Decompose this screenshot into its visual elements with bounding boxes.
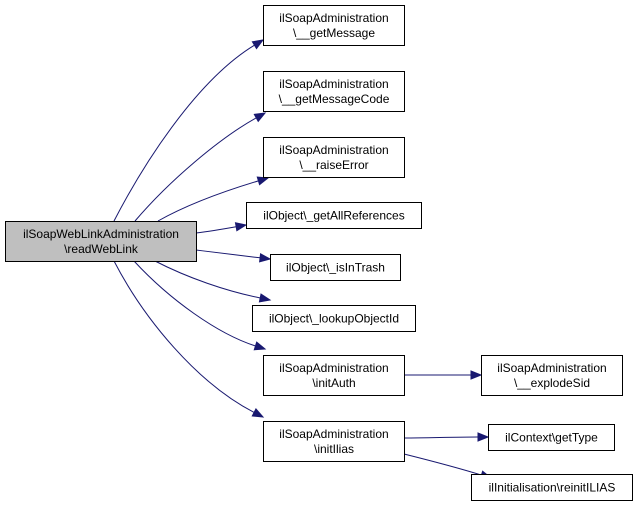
node-box xyxy=(481,355,623,396)
node-getMessage[interactable]: ilSoapAdministration\__getMessage xyxy=(263,5,405,46)
node-box xyxy=(5,221,197,262)
arrowhead-icon xyxy=(258,293,272,303)
node-label-line: \readWebLink xyxy=(64,242,139,256)
arrowhead-icon xyxy=(256,176,270,186)
arrowhead-icon xyxy=(253,341,267,351)
node-box xyxy=(488,424,615,451)
node-label-line: ilSoapWebLinkAdministration xyxy=(23,227,179,241)
edge-line xyxy=(403,436,479,439)
node-label-line: ilSoapAdministration xyxy=(279,427,388,441)
node-label-line: \initAuth xyxy=(312,376,355,390)
edge-root-to-getMessage xyxy=(113,39,265,222)
node-box xyxy=(263,71,405,112)
edge-line xyxy=(134,117,257,222)
arrowhead-icon xyxy=(477,432,490,442)
edge-root-to-lookupObjectId xyxy=(154,260,272,303)
node-isInTrash[interactable]: ilObject\_isInTrash xyxy=(270,254,401,281)
node-box xyxy=(263,355,405,396)
edge-line xyxy=(133,260,256,347)
node-label-line: ilObject\_getAllReferences xyxy=(263,209,404,223)
node-box xyxy=(471,474,633,501)
edge-line xyxy=(195,249,261,259)
node-box xyxy=(263,421,405,462)
node-box xyxy=(263,137,405,178)
node-label-line: ilSoapAdministration xyxy=(497,361,606,375)
node-getMessageCode[interactable]: ilSoapAdministration\__getMessageCode xyxy=(263,71,405,112)
edge-line xyxy=(157,180,259,222)
node-label-line: ilSoapAdministration xyxy=(279,361,388,375)
edge-root-to-getAllReferences xyxy=(195,222,248,234)
node-box xyxy=(252,305,416,332)
arrowhead-icon xyxy=(253,112,267,123)
node-label-line: \__getMessageCode xyxy=(279,92,390,106)
node-label-line: \initIlias xyxy=(314,442,354,456)
node-label-line: ilInitialisation\reinitILIAS xyxy=(489,481,616,495)
edge-root-to-initIlias xyxy=(113,260,265,418)
node-initIlias[interactable]: ilSoapAdministration\initIlias xyxy=(263,421,405,462)
node-box xyxy=(246,202,422,229)
edge-line xyxy=(154,260,261,299)
node-lookupObjectId[interactable]: ilObject\_lookupObjectId xyxy=(252,305,416,332)
node-label-line: ilSoapAdministration xyxy=(279,77,388,91)
node-label-line: ilSoapAdministration xyxy=(279,11,388,25)
node-explodeSid[interactable]: ilSoapAdministration\__explodeSid xyxy=(481,355,623,396)
node-label-line: ilObject\_isInTrash xyxy=(286,261,385,275)
node-getType[interactable]: ilContext\getType xyxy=(488,424,615,451)
arrowhead-icon xyxy=(470,370,483,380)
arrowhead-icon xyxy=(251,39,265,50)
node-label-line: ilObject\_lookupObjectId xyxy=(269,312,399,326)
arrowhead-icon xyxy=(251,407,265,418)
node-label-line: \__raiseError xyxy=(299,158,368,172)
edge-root-to-isInTrash xyxy=(195,249,272,263)
node-raiseError[interactable]: ilSoapAdministration\__raiseError xyxy=(263,137,405,178)
edges-layer xyxy=(113,39,493,480)
edge-line xyxy=(403,453,482,476)
node-label-line: \__explodeSid xyxy=(514,376,590,390)
node-box xyxy=(270,254,401,281)
edge-line xyxy=(113,44,255,222)
edge-line xyxy=(195,226,237,234)
node-box xyxy=(263,5,405,46)
node-root[interactable]: ilSoapWebLinkAdministration\readWebLink xyxy=(5,221,197,262)
node-initAuth[interactable]: ilSoapAdministration\initAuth xyxy=(263,355,405,396)
node-label-line: ilContext\getType xyxy=(505,431,598,445)
arrowhead-icon xyxy=(259,253,272,263)
edge-initAuth-to-explodeSid xyxy=(404,370,483,380)
edge-root-to-initAuth xyxy=(133,260,267,351)
edge-root-to-raiseError xyxy=(157,176,270,222)
nodes-layer: ilSoapWebLinkAdministration\readWebLinki… xyxy=(5,5,633,501)
edge-line xyxy=(113,260,255,413)
arrowhead-icon xyxy=(234,222,248,232)
node-label-line: ilSoapAdministration xyxy=(279,143,388,157)
node-getAllReferences[interactable]: ilObject\_getAllReferences xyxy=(246,202,422,229)
node-label-line: \__getMessage xyxy=(293,26,375,40)
edge-initIlias-to-getType xyxy=(403,432,490,442)
node-reinitILIAS[interactable]: ilInitialisation\reinitILIAS xyxy=(471,474,633,501)
edge-root-to-getMessageCode xyxy=(134,112,267,222)
